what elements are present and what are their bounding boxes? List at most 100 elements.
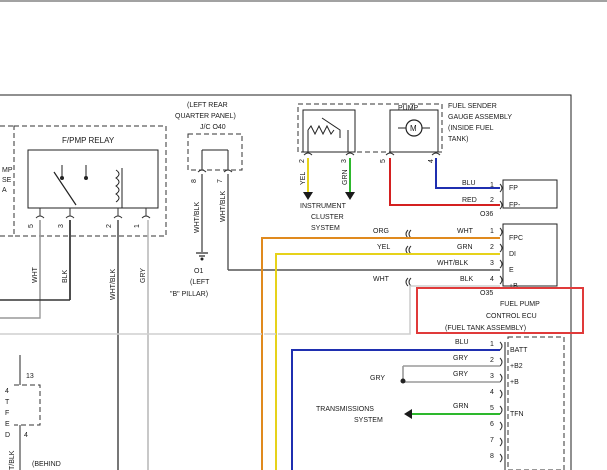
svg-text:+B: +B [509, 283, 518, 290]
fuel-pump-ecu-highlight: FUEL PUMP CONTROL ECU (FUEL TANK ASSEMBL… [416, 287, 584, 334]
svg-text:FUEL SENDER: FUEL SENDER [448, 103, 497, 110]
svg-text:(INSIDE FUEL: (INSIDE FUEL [448, 125, 494, 132]
svg-text:DI: DI [509, 251, 516, 258]
harness-wires [0, 237, 500, 470]
svg-text:GRY: GRY [453, 355, 468, 362]
svg-text:ORG: ORG [373, 228, 389, 235]
svg-text:3: 3 [58, 224, 65, 228]
svg-text:RED: RED [462, 197, 477, 204]
svg-text:QUARTER PANEL): QUARTER PANEL) [175, 113, 236, 120]
svg-text:1: 1 [134, 224, 141, 228]
relay-pins: 5 3 2 1 [28, 224, 141, 228]
motor-symbol: M [410, 124, 417, 133]
svg-text:1: 1 [490, 341, 494, 348]
svg-text:1: 1 [490, 182, 494, 189]
cluster-line3: SYSTEM [311, 225, 340, 232]
svg-text:A: A [2, 187, 7, 194]
svg-text:2: 2 [490, 197, 494, 204]
svg-text:2: 2 [490, 244, 494, 251]
svg-text:YEL: YEL [300, 172, 307, 185]
diagram-frame [0, 94, 572, 470]
connector-o35: ORG YEL WHT WHT GRN WHT/BLK BLK 1 2 3 4 … [373, 223, 558, 297]
svg-text:T/BLK: T/BLK [9, 450, 16, 470]
junction-connector-o40: (LEFT REAR QUARTER PANEL) J/C O40 8 7 WH… [170, 102, 500, 298]
connector-bottom: BLU GRY GRY GRN 1 2 3 4 5 6 7 8 BATT +B2… [453, 336, 565, 470]
sender-wires: YEL GRN [300, 158, 500, 206]
svg-text:WHT: WHT [32, 266, 39, 283]
trans-line1: TRANSMISSIONS [316, 406, 374, 413]
gry-left-label: GRY [370, 375, 385, 382]
svg-text:+B2: +B2 [510, 363, 523, 370]
svg-text:BLU: BLU [462, 180, 476, 187]
svg-text:4: 4 [428, 159, 435, 163]
svg-text:5: 5 [490, 405, 494, 412]
svg-text:13: 13 [26, 373, 34, 380]
svg-text:8: 8 [490, 453, 494, 460]
left-partial-block: MP SE A 13 4 T F E D 4 T/BLK (BEHIND [0, 125, 61, 470]
svg-text:O36: O36 [480, 211, 493, 218]
svg-text:E: E [509, 267, 514, 274]
svg-text:2: 2 [299, 159, 306, 163]
ecu-line2: CONTROL ECU [486, 313, 537, 320]
svg-text:BLU: BLU [455, 339, 469, 346]
svg-text:+B: +B [510, 379, 519, 386]
ground-name: O1 [194, 268, 203, 275]
svg-text:5: 5 [380, 159, 387, 163]
svg-text:FP-: FP- [509, 202, 521, 209]
svg-text:WHT: WHT [373, 276, 390, 283]
svg-text:D: D [5, 432, 10, 439]
svg-text:WHT/BLK: WHT/BLK [194, 202, 201, 233]
svg-text:WHT: WHT [457, 228, 474, 235]
relay-wires: WHT BLK WHT/BLK GRY [0, 220, 149, 470]
trans-line2: SYSTEM [354, 417, 383, 424]
ecu-line1: FUEL PUMP [500, 301, 540, 308]
svg-text:J/C O40: J/C O40 [200, 124, 226, 131]
svg-text:2: 2 [106, 224, 113, 228]
svg-text:4: 4 [490, 389, 494, 396]
svg-text:E: E [5, 421, 10, 428]
fuel-sender-gauge: PUMP M FUEL SENDER GAUGE ASSEMBLY (INSID… [297, 103, 512, 163]
svg-text:YEL: YEL [377, 244, 390, 251]
svg-text:WHT/BLK: WHT/BLK [110, 269, 117, 300]
cluster-line2: CLUSTER [311, 214, 344, 221]
svg-text:7: 7 [217, 179, 224, 183]
svg-text:(LEFT REAR: (LEFT REAR [187, 102, 228, 109]
svg-text:BATT: BATT [510, 347, 528, 354]
svg-text:(BEHIND: (BEHIND [32, 461, 61, 468]
svg-text:3: 3 [490, 373, 494, 380]
svg-text:FPC: FPC [509, 235, 523, 242]
svg-text:"B" PILLAR): "B" PILLAR) [170, 291, 208, 298]
svg-text:1: 1 [490, 228, 494, 235]
svg-text:2: 2 [490, 357, 494, 364]
svg-text:T: T [5, 399, 10, 406]
svg-text:GRY: GRY [140, 268, 147, 283]
ground-symbol [196, 252, 208, 261]
svg-text:WHT/BLK: WHT/BLK [220, 191, 227, 222]
svg-text:GRN: GRN [457, 244, 473, 251]
svg-text:8: 8 [191, 179, 198, 183]
svg-text:TANK): TANK) [448, 136, 468, 143]
cluster-line1: INSTRUMENT [300, 203, 347, 210]
svg-text:5: 5 [28, 224, 35, 228]
fpmp-relay: F/PMP RELAY 5 3 2 1 [13, 125, 167, 237]
svg-text:7: 7 [490, 437, 494, 444]
svg-text:4: 4 [24, 432, 28, 439]
svg-text:WHT/BLK: WHT/BLK [437, 260, 468, 267]
svg-text:GRY: GRY [453, 371, 468, 378]
svg-text:(LEFT: (LEFT [190, 279, 210, 286]
svg-text:FP: FP [509, 185, 518, 192]
bottom-wires: GRY [291, 349, 500, 470]
svg-text:6: 6 [490, 421, 494, 428]
svg-text:GRN: GRN [453, 403, 469, 410]
svg-text:O35: O35 [480, 290, 493, 297]
svg-text:4: 4 [5, 388, 9, 395]
svg-text:3: 3 [341, 159, 348, 163]
svg-text:BLK: BLK [460, 276, 474, 283]
relay-title: F/PMP RELAY [62, 136, 115, 145]
svg-text:4: 4 [490, 276, 494, 283]
svg-text:BLK: BLK [62, 269, 69, 283]
svg-text:MP: MP [2, 167, 13, 174]
ecu-line3: (FUEL TANK ASSEMBLY) [445, 325, 526, 332]
svg-text:GRN: GRN [342, 169, 349, 185]
